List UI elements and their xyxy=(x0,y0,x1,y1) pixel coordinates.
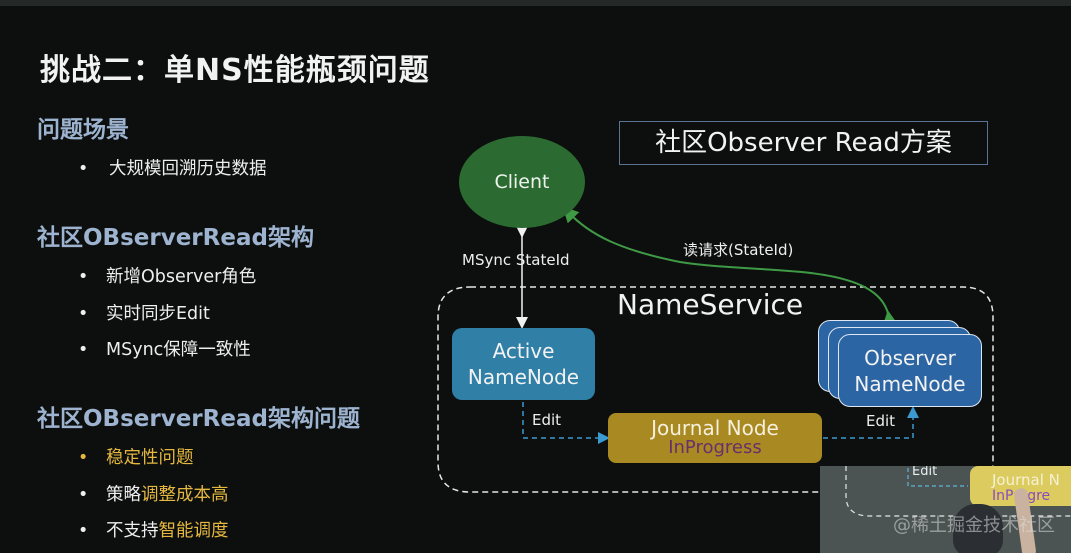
overlay-connectors xyxy=(845,466,1071,517)
observer-namenode: Observer NameNode xyxy=(838,334,982,407)
overlay-journal-status: InProgre xyxy=(992,488,1071,504)
highlighted-text: 调整成本高 xyxy=(141,485,229,505)
list-item: •策略调整成本高 xyxy=(78,485,229,505)
window-top-bar xyxy=(0,0,1071,6)
journal-node-status: InProgress xyxy=(668,437,762,458)
bullet-icon: • xyxy=(78,304,89,324)
speaker-video-overlay: Edit Journal N InProgre xyxy=(820,466,1071,553)
list-item: •大规模回溯历史数据 xyxy=(78,159,267,179)
msync-stateid-label: MSync StateId xyxy=(462,251,570,269)
list-item: •稳定性问题 xyxy=(78,448,194,468)
list-item: •MSync保障一致性 xyxy=(78,340,251,360)
speaker-head xyxy=(953,504,1003,553)
active-namenode-line2: NameNode xyxy=(467,365,580,389)
bullet-icon: • xyxy=(78,159,89,179)
active-namenode: Active NameNode xyxy=(452,328,595,400)
section-heading-observer-read-architecture: 社区OBserverRead架构 xyxy=(37,225,314,251)
bullet-icon: • xyxy=(78,521,89,541)
diagram-title: 社区Observer Read方案 xyxy=(619,121,988,165)
bullet-icon: • xyxy=(78,340,89,360)
nameservice-label: NameService xyxy=(617,288,804,321)
edit-arrow-right xyxy=(823,406,919,439)
journal-node-title: Journal Node xyxy=(651,416,779,440)
journal-node: Journal Node InProgress xyxy=(608,413,822,463)
observer-namenode-line1: Observer xyxy=(864,345,956,370)
section-heading-problem-scenario: 问题场景 xyxy=(37,117,129,143)
active-namenode-line1: Active xyxy=(492,339,555,363)
bullet-icon: • xyxy=(78,448,89,468)
section-heading-observer-read-issues: 社区OBserverRead架构问题 xyxy=(37,406,360,432)
list-item: •新增Observer角色 xyxy=(78,267,257,287)
highlighted-text: 智能调度 xyxy=(158,521,229,541)
edit-label-left: Edit xyxy=(532,411,562,429)
edit-arrow-left xyxy=(522,402,610,444)
read-request-label: 读请求(StateId) xyxy=(683,241,794,259)
edit-label-right: Edit xyxy=(866,412,896,430)
client-node: Client xyxy=(459,136,585,228)
client-label: Client xyxy=(494,171,550,193)
read-request-arrow xyxy=(562,206,899,328)
slide-title: 挑战二：单NS性能瓶颈问题 xyxy=(40,53,430,88)
observer-namenode-line2: NameNode xyxy=(854,371,966,396)
overlay-edit-label: Edit xyxy=(912,466,938,479)
list-item: •不支持智能调度 xyxy=(78,521,229,541)
bullet-icon: • xyxy=(78,485,89,505)
list-item: •实时同步Edit xyxy=(78,304,210,324)
bullet-icon: • xyxy=(78,267,89,287)
overlay-journal-title: Journal N xyxy=(992,471,1060,489)
watermark: @稀土掘金技术社区 xyxy=(893,515,1055,536)
